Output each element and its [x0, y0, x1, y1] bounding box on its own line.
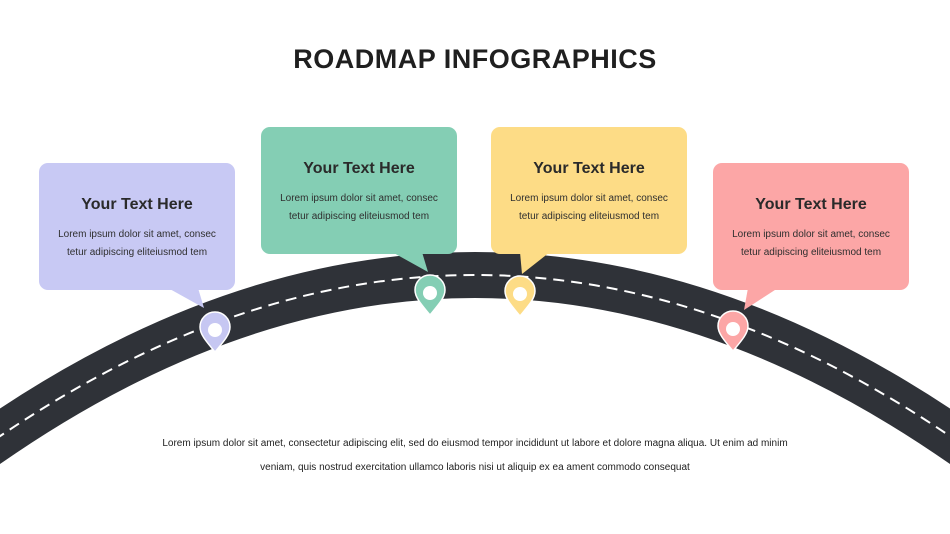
callout-card-2: Your Text Here Lorem ipsum dolor sit ame… — [261, 127, 457, 254]
location-pin-icon — [504, 275, 536, 318]
page-title: ROADMAP INFOGRAPHICS — [293, 44, 657, 74]
footer-description: Lorem ipsum dolor sit amet, consectetur … — [162, 438, 788, 473]
location-pin-icon — [717, 310, 749, 353]
callout-heading: Your Text Here — [533, 160, 645, 177]
callout-card-1: Your Text Here Lorem ipsum dolor sit ame… — [39, 163, 235, 290]
location-pin-icon — [414, 274, 446, 317]
callout-text: Lorem ipsum dolor sit amet, consec tetur… — [280, 193, 438, 222]
road-lane-markings — [0, 274, 950, 438]
callout-heading: Your Text Here — [303, 160, 415, 177]
callout-tail — [168, 288, 204, 308]
callout-text: Lorem ipsum dolor sit amet, consec tetur… — [58, 229, 216, 258]
callout-text: Lorem ipsum dolor sit amet, consec tetur… — [510, 193, 668, 222]
location-pin-icon — [199, 311, 231, 354]
callout-heading: Your Text Here — [81, 196, 193, 213]
callout-text: Lorem ipsum dolor sit amet, consec tetur… — [732, 229, 890, 258]
road-surface — [0, 252, 950, 465]
callout-tail — [520, 252, 550, 274]
callout-tail — [392, 252, 428, 272]
callout-card-3: Your Text Here Lorem ipsum dolor sit ame… — [491, 127, 687, 254]
callout-card-4: Your Text Here Lorem ipsum dolor sit ame… — [713, 163, 909, 290]
callout-heading: Your Text Here — [755, 196, 867, 213]
callout-tail — [744, 288, 778, 310]
